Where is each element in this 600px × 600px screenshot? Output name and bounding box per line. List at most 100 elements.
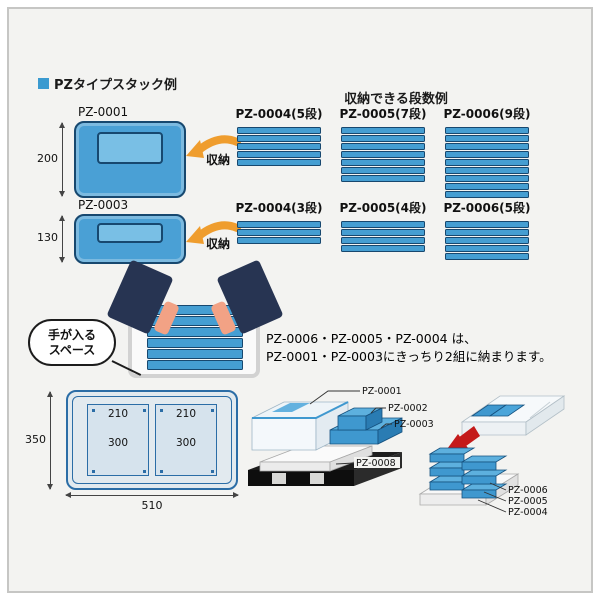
corner-dots bbox=[160, 409, 163, 412]
storage-arrow-icon bbox=[186, 135, 241, 158]
corner-dots bbox=[92, 409, 95, 412]
stack-layer bbox=[445, 143, 529, 150]
dimension-130: 130 bbox=[37, 231, 58, 244]
product-illustration: PZ-0001 PZ-0002 PZ-0003 PZ-0008 PZ-0006 … bbox=[248, 386, 566, 518]
leader-line bbox=[335, 462, 355, 465]
stack-layer bbox=[147, 360, 243, 370]
storage-arrow-label: 収納 bbox=[206, 153, 231, 167]
blue-box-pz0002-side bbox=[365, 407, 383, 431]
dimension-line-350 bbox=[47, 391, 53, 490]
stack-layer bbox=[341, 167, 425, 174]
stack-header: PZ-0006(9段) bbox=[443, 107, 531, 121]
stack-layer bbox=[147, 338, 243, 348]
stack-layer bbox=[341, 159, 425, 166]
stack-layer bbox=[341, 127, 425, 134]
stack-header: PZ-0004(5段) bbox=[235, 107, 323, 121]
stack-layer bbox=[237, 127, 321, 134]
page-title: PZタイプスタック例 bbox=[38, 74, 177, 93]
fit-note: PZ-0006・PZ-0005・PZ-0004 は、 PZ-0001・PZ-00… bbox=[266, 330, 552, 365]
stack-columns-title: 収納できる段数例 bbox=[344, 92, 448, 107]
stack-layer bbox=[341, 245, 425, 252]
iso-label-pz0008: PZ-0008 bbox=[356, 458, 396, 469]
stack-layer bbox=[445, 191, 529, 198]
red-arrow-shaft bbox=[458, 426, 480, 446]
clear-box-pz0001-front bbox=[251, 417, 317, 451]
square-bullet-icon bbox=[38, 78, 49, 89]
stack-layer bbox=[445, 127, 529, 134]
stack-layer bbox=[445, 221, 529, 228]
stack-layer bbox=[341, 135, 425, 142]
storage-arrow-icon bbox=[186, 221, 241, 244]
stack-layer bbox=[445, 167, 529, 174]
tray-divider-line bbox=[529, 401, 551, 419]
stack-layer bbox=[237, 221, 321, 228]
blue-tray-pz0003-front bbox=[329, 429, 379, 445]
tray-pz0003 bbox=[74, 214, 186, 264]
pallet-fork-pocket bbox=[272, 473, 286, 484]
stack-header: PZ-0006(5段) bbox=[443, 201, 531, 215]
cell-height-label: 300 bbox=[107, 437, 129, 449]
stack-layer bbox=[147, 349, 243, 359]
stack-layer bbox=[445, 135, 529, 142]
pallet-front bbox=[248, 470, 354, 486]
leader-line bbox=[380, 423, 392, 429]
stack-pz0006-5dan bbox=[445, 221, 529, 260]
label-backdrop bbox=[354, 457, 400, 468]
leader-line bbox=[483, 491, 507, 502]
dimension-line-510 bbox=[65, 492, 239, 498]
cell-height-label: 300 bbox=[175, 437, 197, 449]
stack-pz0004-3dan bbox=[237, 221, 321, 244]
stack-layer-top bbox=[428, 447, 476, 455]
leader-line bbox=[309, 390, 360, 405]
arrow-shaft bbox=[195, 135, 241, 154]
stack-layer bbox=[445, 253, 529, 260]
dimension-200: 200 bbox=[37, 152, 58, 165]
stack-layer bbox=[341, 151, 425, 158]
stack-layer bbox=[341, 229, 425, 236]
stack-column: PZ-0006(9段) bbox=[432, 105, 542, 198]
stack-layer-top bbox=[460, 455, 508, 463]
dimension-line-200 bbox=[59, 122, 65, 197]
iso-label-pz0001: PZ-0001 bbox=[362, 386, 402, 397]
leader-line bbox=[370, 407, 386, 414]
iso-label-pz0003: PZ-0003 bbox=[394, 419, 434, 430]
iso-label-pz0004: PZ-0004 bbox=[508, 507, 548, 518]
iso-label-pz0006: PZ-0006 bbox=[508, 485, 548, 496]
arrow-shaft bbox=[195, 221, 241, 240]
tray-opening bbox=[97, 223, 163, 243]
blue-insert-visible bbox=[272, 403, 310, 412]
blue-insert-right bbox=[488, 404, 526, 417]
stack-layer-front bbox=[429, 481, 465, 491]
stack-layer bbox=[445, 245, 529, 252]
stack-layer bbox=[237, 135, 321, 142]
stack-layer-front bbox=[429, 467, 465, 477]
blue-tray-pz0003-side bbox=[377, 417, 403, 445]
stack-column: PZ-0004(3段) bbox=[224, 199, 334, 244]
stack-layer bbox=[237, 237, 321, 244]
page-title-text: PZタイプスタック例 bbox=[54, 78, 177, 93]
dimension-line-130 bbox=[59, 215, 65, 263]
stack-layer bbox=[237, 143, 321, 150]
stack-layer bbox=[445, 159, 529, 166]
dimension-350: 350 bbox=[25, 433, 46, 446]
stack-layer bbox=[445, 175, 529, 182]
stack-layer-front bbox=[429, 453, 465, 463]
hand-space-bubble: 手が入る スペース bbox=[28, 319, 116, 366]
pallet-fork-pocket bbox=[310, 473, 324, 484]
stack-layer bbox=[445, 151, 529, 158]
stack-pz0005-4dan bbox=[341, 221, 425, 252]
stack-layer-front bbox=[461, 489, 497, 499]
stack-column: PZ-0004(5段) bbox=[224, 105, 334, 166]
cell-width-label: 210 bbox=[175, 408, 197, 420]
iso-label-pz0005: PZ-0005 bbox=[508, 496, 548, 507]
drawing-cell-right: 210 300 bbox=[155, 404, 217, 476]
stack-layer bbox=[445, 183, 529, 190]
clear-tray-side bbox=[525, 395, 565, 436]
stack-header: PZ-0004(3段) bbox=[235, 201, 323, 215]
stack-pz0006-9dan bbox=[445, 127, 529, 198]
stack-layer bbox=[237, 229, 321, 236]
arrow-head bbox=[186, 140, 204, 158]
tray-label-pz0001: PZ-0001 bbox=[78, 105, 129, 119]
tray-label-pz0003: PZ-0003 bbox=[78, 198, 129, 212]
